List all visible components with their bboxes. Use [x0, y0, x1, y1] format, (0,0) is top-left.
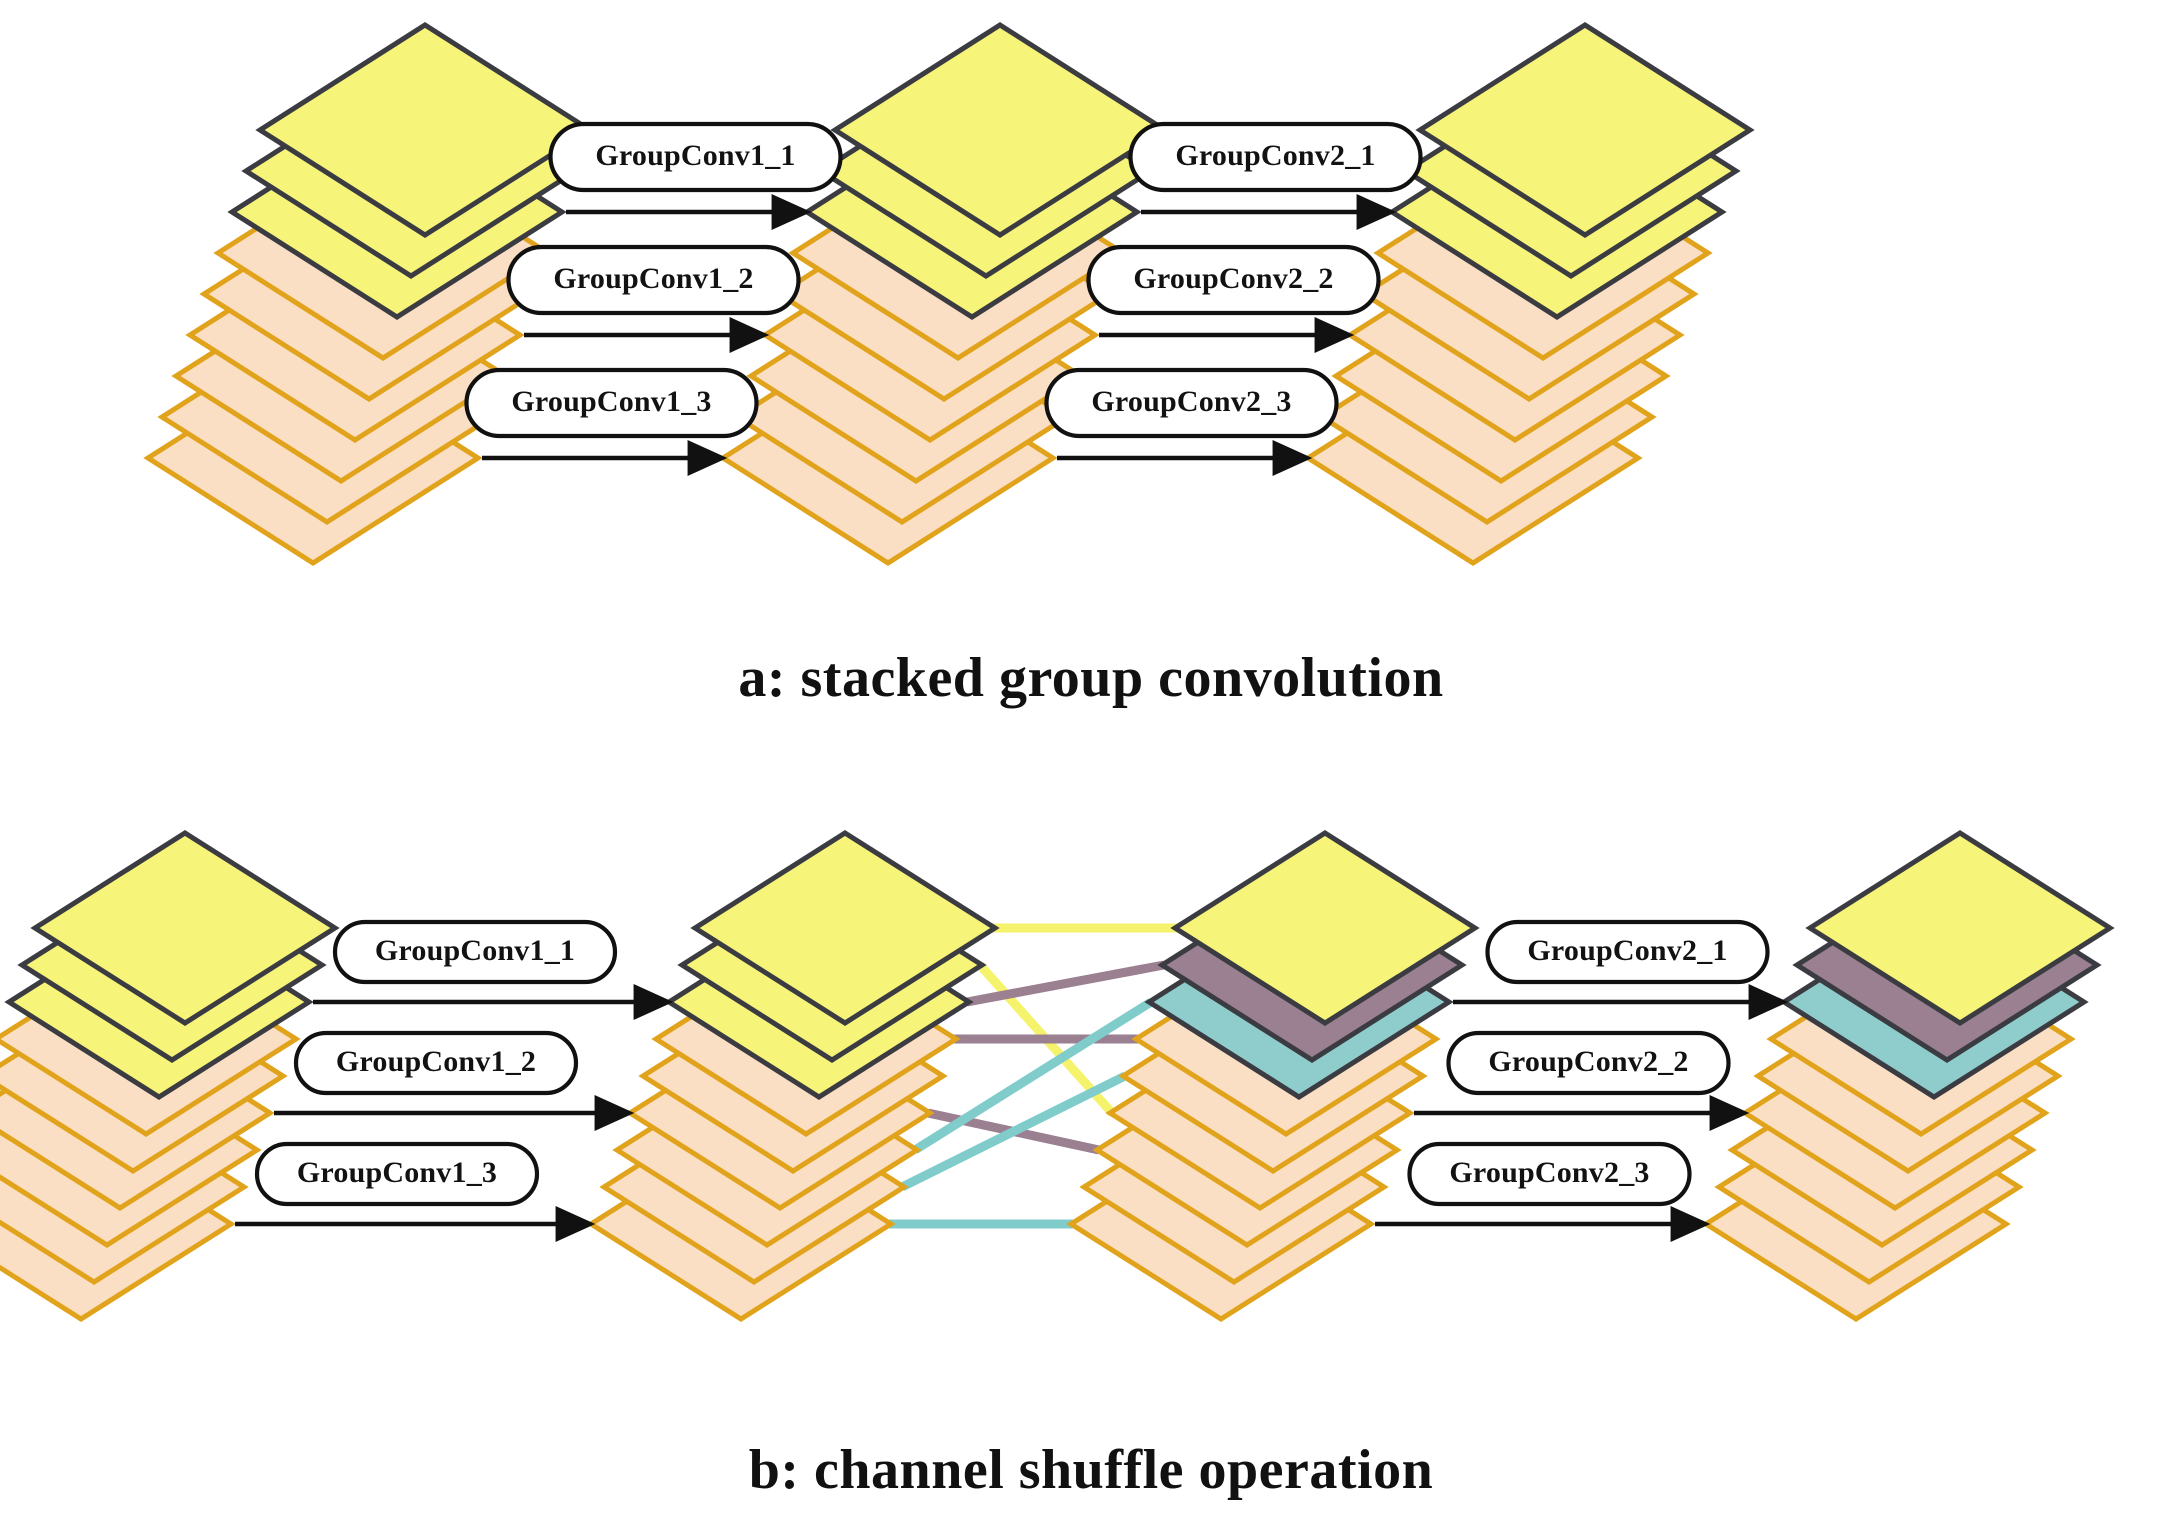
- feature-map-layer: [255, 22, 595, 238]
- operation-pill-label: GroupConv2_3: [1449, 1156, 1649, 1189]
- operation-pill-label: GroupConv1_1: [375, 934, 575, 967]
- feature-map-layer: [1805, 830, 2115, 1026]
- pill-b-op-3[interactable]: GroupConv1_3: [254, 1141, 540, 1207]
- pill-b-op-6[interactable]: GroupConv2_3: [1407, 1141, 1692, 1207]
- panel-a-caption: a: stacked group convolution: [738, 647, 1444, 709]
- operation-pill-label: GroupConv2_2: [1133, 262, 1333, 295]
- operation-pill-label: GroupConv1_2: [553, 262, 753, 295]
- operation-pill-box[interactable]: [1407, 1141, 1692, 1207]
- pill-a-op-1[interactable]: GroupConv1_1: [548, 121, 843, 193]
- operation-pill-label: GroupConv2_2: [1488, 1045, 1688, 1078]
- pill-a-op-4[interactable]: GroupConv2_1: [1128, 121, 1423, 193]
- output-feature-stack: [1303, 22, 1755, 566]
- feature-map-layer: [690, 830, 1000, 1026]
- pill-b-op-2[interactable]: GroupConv1_2: [293, 1030, 579, 1096]
- operation-pill-box[interactable]: [1446, 1030, 1731, 1096]
- operation-pill-box[interactable]: [254, 1141, 540, 1207]
- feature-map-layer: [1170, 830, 1480, 1026]
- shuffle-link-6: [912, 998, 1154, 1154]
- operation-pill-label: GroupConv2_3: [1091, 385, 1291, 418]
- operation-pill-label: GroupConv1_2: [336, 1045, 536, 1078]
- post-shuffle-feature-stack: [1066, 830, 1480, 1322]
- panel-b-caption: b: channel shuffle operation: [748, 1439, 1434, 1501]
- panel-a-arrows: [482, 193, 1397, 477]
- operation-pill-label: GroupConv1_3: [511, 385, 711, 418]
- panel-a-shapes: [143, 22, 1755, 566]
- operation-pill-box[interactable]: [1044, 367, 1339, 439]
- panel-b-arrows: [235, 983, 1789, 1243]
- pill-b-op-4[interactable]: GroupConv2_1: [1485, 919, 1770, 985]
- shuffle-link-7: [899, 1071, 1128, 1192]
- operation-pill-box[interactable]: [293, 1030, 579, 1096]
- pill-a-op-2[interactable]: GroupConv1_2: [506, 244, 801, 316]
- panel-b-shapes: [0, 830, 2115, 1322]
- operation-pill-box[interactable]: [1086, 244, 1381, 316]
- operation-pill-box[interactable]: [506, 244, 801, 316]
- pre-shuffle-feature-stack: [586, 830, 1000, 1322]
- feature-map-layer: [30, 830, 340, 1026]
- pill-a-op-5[interactable]: GroupConv2_2: [1086, 244, 1381, 316]
- operation-pill-label: GroupConv2_1: [1175, 139, 1375, 172]
- operation-pill-box[interactable]: [1485, 919, 1770, 985]
- pill-a-op-6[interactable]: GroupConv2_3: [1044, 367, 1339, 439]
- operation-pill-label: GroupConv1_1: [595, 139, 795, 172]
- pill-b-op-1[interactable]: GroupConv1_1: [332, 919, 618, 985]
- operation-pill-label: GroupConv1_3: [297, 1156, 497, 1189]
- operation-pill-box[interactable]: [464, 367, 759, 439]
- output-feature-stack: [1701, 830, 2115, 1322]
- pill-a-op-3[interactable]: GroupConv1_3: [464, 367, 759, 439]
- operation-pill-box[interactable]: [1128, 121, 1423, 193]
- input-feature-stack: [0, 830, 340, 1322]
- operation-pill-box[interactable]: [332, 919, 618, 985]
- shuffle-link-3: [966, 960, 1165, 1007]
- operation-pill-box[interactable]: [548, 121, 843, 193]
- middle-feature-stack: [718, 22, 1170, 566]
- pill-b-op-5[interactable]: GroupConv2_2: [1446, 1030, 1731, 1096]
- operation-pill-label: GroupConv2_1: [1527, 934, 1727, 967]
- panel-b-shuffle-links: [889, 923, 1177, 1229]
- feature-map-layer: [830, 22, 1170, 238]
- feature-map-layer: [1415, 22, 1755, 238]
- input-feature-stack: [143, 22, 595, 566]
